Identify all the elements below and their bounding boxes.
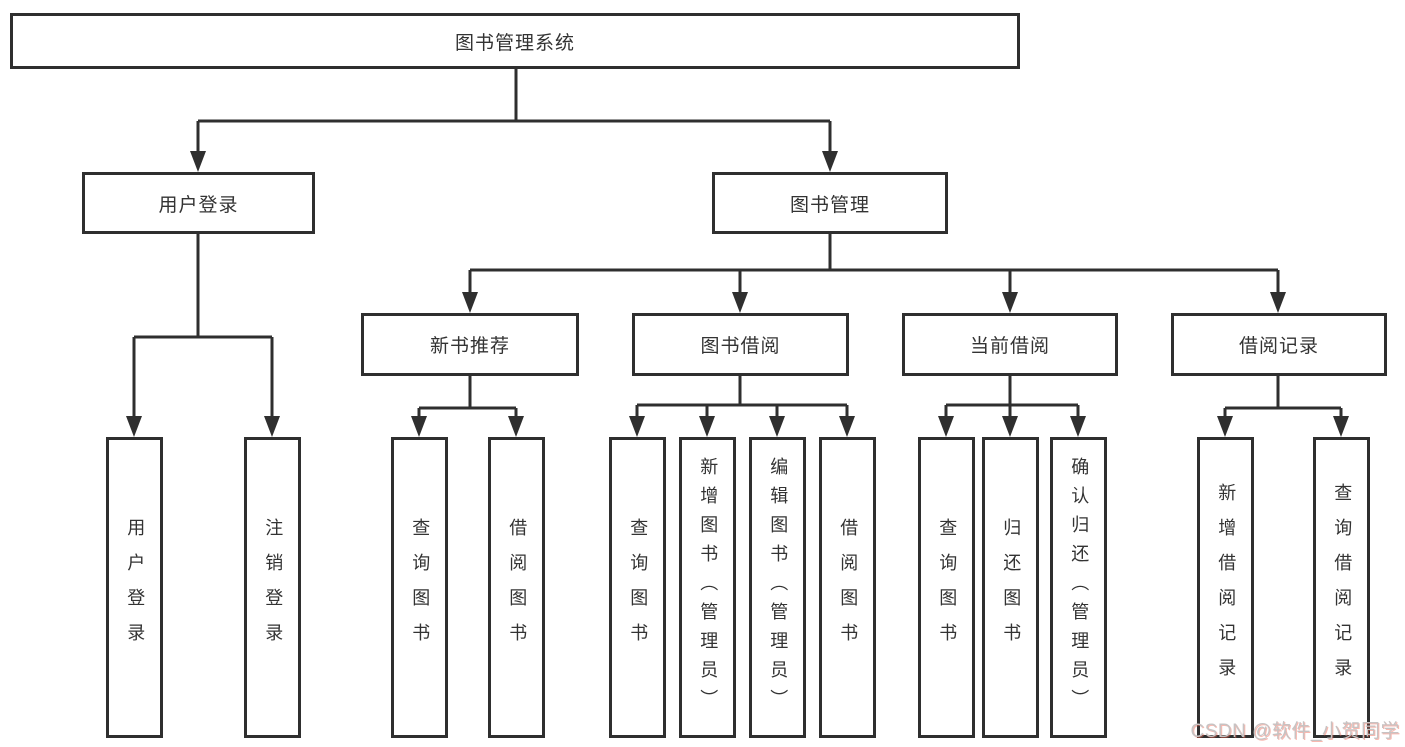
node-leaf-user-login: 用户登录 [106, 437, 163, 738]
node-book-borrow: 图书借阅 [632, 313, 849, 376]
csdn-watermark: CSDN @软件_小贺同学 [1190, 721, 1400, 742]
node-leaf-cb-return-book: 归还图书 [982, 437, 1039, 738]
node-book-management: 图书管理 [712, 172, 948, 234]
node-leaf-bb-query-book: 查询图书 [609, 437, 666, 738]
node-leaf-cb-confirm-return-admin: 确认归还（管理员） [1050, 437, 1107, 738]
node-current-borrow: 当前借阅 [902, 313, 1118, 376]
node-leaf-rec-borrow-book: 借阅图书 [488, 437, 545, 738]
node-leaf-br-add-record: 新增借阅记录 [1197, 437, 1254, 738]
node-leaf-cb-query-book: 查询图书 [918, 437, 975, 738]
node-leaf-bb-edit-book-admin: 编辑图书（管理员） [749, 437, 806, 738]
node-leaf-logout: 注销登录 [244, 437, 301, 738]
node-leaf-bb-add-book-admin: 新增图书（管理员） [679, 437, 736, 738]
node-root: 图书管理系统 [10, 13, 1020, 69]
node-new-book-recommend: 新书推荐 [361, 313, 579, 376]
node-leaf-rec-query-book: 查询图书 [391, 437, 448, 738]
arrowheads [126, 151, 1349, 437]
node-leaf-bb-borrow-book: 借阅图书 [819, 437, 876, 738]
node-user-login: 用户登录 [82, 172, 315, 234]
node-borrow-record: 借阅记录 [1171, 313, 1387, 376]
tree-edges [132, 68, 1343, 418]
node-leaf-br-query-record: 查询借阅记录 [1313, 437, 1370, 738]
